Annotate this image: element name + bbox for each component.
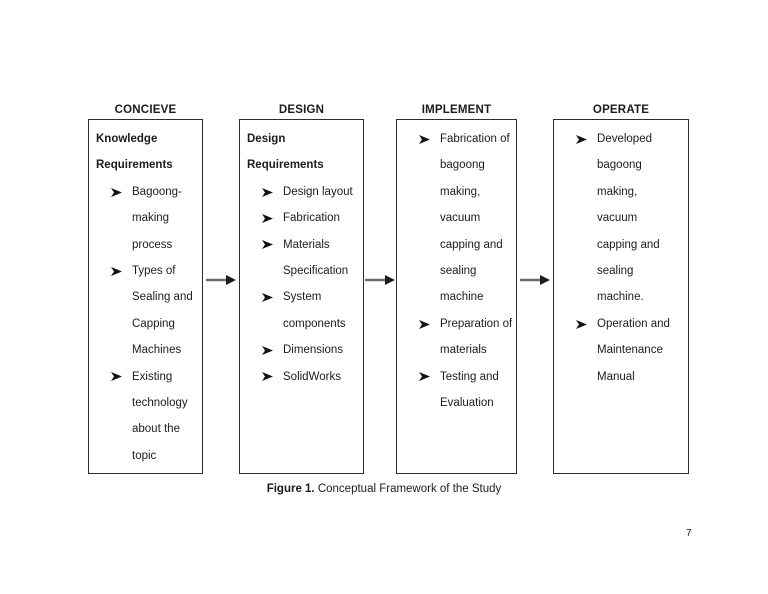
bullet-item: Preparation of materials — [404, 311, 514, 364]
arrow-bullet-icon — [262, 364, 273, 390]
flow-arrow-icon — [206, 275, 236, 285]
flow-arrow-icon — [365, 275, 395, 285]
arrow-bullet-icon — [111, 258, 122, 284]
bullet-line: machine. — [597, 291, 644, 304]
bullet-line: making — [132, 212, 170, 225]
bullet-line: vacuum — [597, 212, 638, 225]
bullet-line: Sealing and — [132, 291, 193, 304]
figure-caption-label: Figure 1. — [266, 483, 315, 495]
bullet-line: technology — [132, 397, 188, 410]
arrow-bullet-icon — [262, 179, 273, 205]
bullet-item: Developed bagoong making, vacuum capping and… — [561, 126, 686, 311]
bullet-line: machine — [440, 291, 484, 304]
flow-arrow-icon — [520, 275, 550, 285]
bullet-line: making, — [597, 185, 638, 198]
framework-column-operate: OPERATE Developed bagoong making, vacuum cap… — [553, 103, 689, 474]
bullet-line: Machines — [132, 344, 182, 357]
bullet-line: about the — [132, 423, 180, 436]
arrow-bullet-icon — [419, 126, 430, 152]
arrow-bullet-icon — [576, 126, 587, 152]
bullet-line: sealing — [440, 265, 477, 278]
column-header: DESIGN — [278, 104, 325, 116]
arrow-bullet-icon — [111, 364, 122, 390]
arrow-bullet-icon — [419, 311, 430, 337]
box-title-line: Design — [247, 133, 286, 145]
bullet-item: Existing technology about the topic — [96, 364, 200, 470]
framework-column-implement: IMPLEMENT Fabrication of bagoong making, va… — [396, 103, 517, 474]
bullet-line: vacuum — [440, 212, 481, 225]
bullet-line: sealing — [597, 265, 634, 278]
bullet-line: System — [283, 291, 322, 304]
bullet-line: Design layout — [283, 185, 353, 198]
bullet-item: Design layout — [247, 179, 361, 205]
arrow-bullet-icon — [262, 337, 273, 363]
bullet-item: Fabrication — [247, 205, 361, 231]
bullet-line: Fabrication of — [440, 133, 510, 145]
framework-box: Fabrication of bagoong making, vacuum cappin… — [396, 119, 517, 474]
bullet-line: Preparation of — [440, 317, 513, 330]
bullet-item: Fabrication of bagoong making, vacuum cappin… — [404, 126, 514, 311]
bullet-item: System components — [247, 284, 361, 337]
bullet-line: bagoong — [597, 159, 642, 172]
arrow-bullet-icon — [576, 311, 587, 337]
arrow-bullet-icon — [262, 284, 273, 310]
bullet-line: materials — [440, 344, 487, 357]
bullet-line: Specification — [283, 265, 349, 278]
box-title-line: Requirements — [96, 159, 173, 172]
bullet-line: components — [283, 317, 346, 330]
bullet-line: process — [132, 238, 173, 251]
bullet-line: topic — [132, 449, 157, 462]
bullet-line: Fabrication — [283, 212, 340, 225]
bullet-item: SolidWorks — [247, 364, 361, 390]
bullet-line: SolidWorks — [283, 370, 341, 383]
page-number: 7 — [686, 528, 692, 539]
arrow-bullet-icon — [419, 364, 430, 390]
bullet-item: Dimensions — [247, 337, 361, 363]
bullet-line: capping and — [440, 238, 503, 251]
bullet-line: making, — [440, 185, 481, 198]
bullet-line: Testing and — [440, 370, 499, 383]
bullet-line: bagoong — [440, 159, 485, 172]
bullet-line: capping and — [597, 238, 660, 251]
column-header: CONCIEVE — [114, 104, 177, 116]
bullet-item: Bagoong-making process — [96, 179, 200, 258]
bullet-line: Capping — [132, 317, 175, 330]
arrow-bullet-icon — [262, 232, 273, 258]
arrow-bullet-icon — [262, 205, 273, 231]
bullet-line: Manual — [597, 370, 635, 383]
box-title-line: Requirements — [247, 159, 324, 172]
bullet-line: Developed — [597, 133, 652, 145]
bullet-line: Materials — [283, 238, 330, 251]
figure-caption-text: Conceptual Framework of the Study — [314, 483, 502, 495]
bullet-line: Types of — [132, 265, 176, 278]
bullet-line: Operation and — [597, 317, 670, 330]
figure-caption: Figure 1. Conceptual Framework of the St… — [0, 482, 768, 497]
framework-box: Developed bagoong making, vacuum capping and… — [553, 119, 689, 474]
bullet-line: Maintenance — [597, 344, 663, 357]
bullet-line: Bagoong- — [132, 185, 182, 198]
arrow-bullet-icon — [111, 179, 122, 205]
bullet-line: Existing — [132, 370, 173, 383]
bullet-line: Dimensions — [283, 344, 344, 357]
bullet-line: Evaluation — [440, 397, 494, 410]
column-header: OPERATE — [592, 104, 650, 116]
column-header: IMPLEMENT — [421, 104, 492, 116]
box-title-line: Knowledge — [96, 133, 158, 145]
